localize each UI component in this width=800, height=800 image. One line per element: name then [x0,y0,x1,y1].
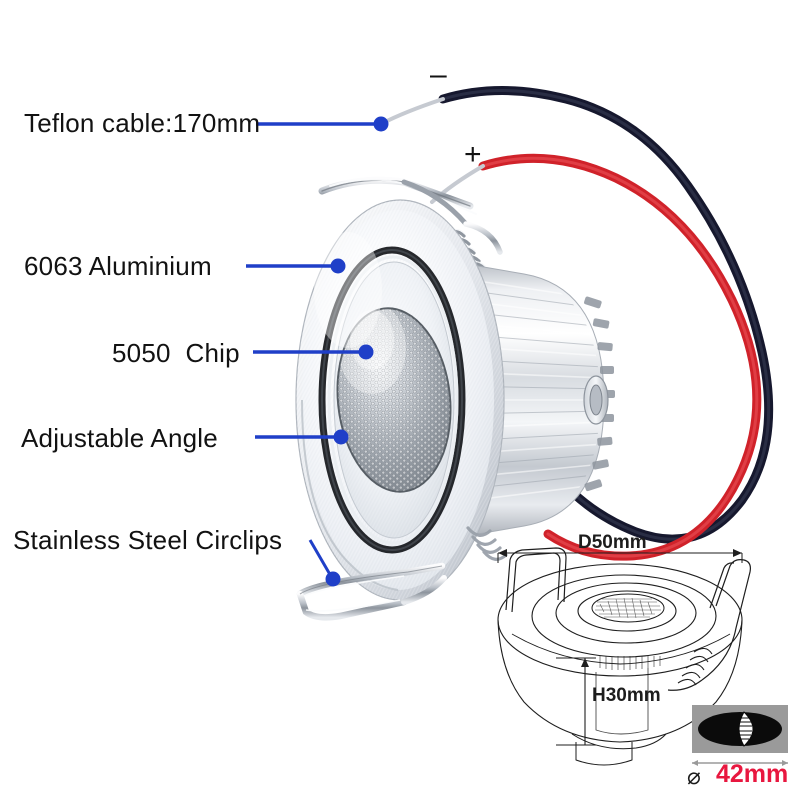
annotation-dot-angle [333,429,349,445]
polarity-positive-symbol: + [464,138,482,171]
heatsink-fins [584,296,615,492]
drawing-clip-right [667,559,751,691]
wire-lead-black [379,97,445,126]
annotation-label-circlips: Stainless Steel Circlips [13,525,283,555]
cutout-diameter-value: 42mm [716,760,789,788]
drawing-fins [599,656,661,670]
dimension-d50 [497,549,743,563]
drawing-clip-left [505,547,567,613]
wire-exit-boss [583,375,609,425]
annotation-dot-chip [358,344,374,360]
annotation-dots [325,116,389,587]
annotation-label-chip: 5050 Chip [112,338,240,368]
annotation-label-aluminium: 6063 Aluminium [24,251,212,281]
wire-red [478,153,762,561]
annotation-label-angle: Adjustable Angle [21,423,218,453]
wire-black [438,86,774,544]
annotation-dot-teflon-cable [373,116,389,132]
annotation-leader-lines [246,122,379,579]
aluminium-bezel [295,199,505,601]
black-trim-ring [318,246,466,554]
dimension-label-height: H30mm [592,685,661,706]
annotation-label-teflon-cable: Teflon cable:170mm [24,108,261,138]
technical-dimension-drawing [497,547,751,766]
polarity-negative-symbol: – [430,58,447,91]
annotation-dot-aluminium [330,258,346,274]
dimension-h30 [556,657,596,746]
cutout-diameter-symbol: ⌀ [687,763,701,789]
spring-clip-bottom [296,526,508,621]
annotation-dot-circlips [325,571,341,587]
drawing-coil-spring [677,647,713,686]
cutout-hole-icon [692,705,788,766]
dimension-label-diameter: D50mm [578,532,647,553]
